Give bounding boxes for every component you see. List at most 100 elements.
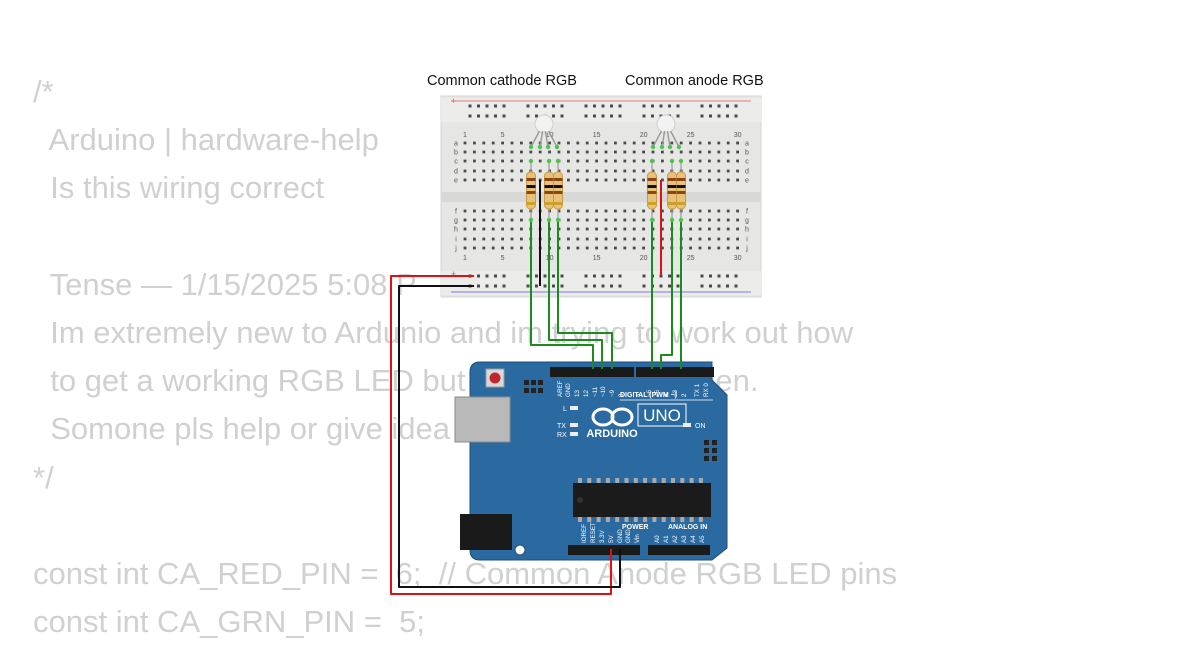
breadboard-hole bbox=[689, 150, 692, 154]
breadboard-hole bbox=[736, 209, 739, 213]
breadboard-hole bbox=[614, 237, 617, 241]
resistor-band bbox=[647, 202, 657, 205]
rail-hole bbox=[485, 284, 489, 288]
code-line: Somone pls help or give idea bbox=[33, 411, 451, 447]
breadboard-hole bbox=[726, 246, 730, 250]
power-pin-label: 5V bbox=[608, 535, 615, 543]
led-rx-label: RX bbox=[557, 432, 567, 439]
breadboard-hole bbox=[576, 227, 580, 231]
rail-hole bbox=[734, 114, 738, 118]
breadboard-hole bbox=[614, 246, 617, 250]
breadboard-hole bbox=[726, 209, 730, 213]
breadboard-hole bbox=[501, 178, 504, 182]
breadboard-hole bbox=[520, 246, 523, 250]
rail-hole bbox=[477, 284, 480, 288]
breadboard-hole bbox=[708, 237, 711, 241]
rail-hole bbox=[709, 284, 712, 288]
rail-hole bbox=[659, 284, 663, 288]
chip-pin bbox=[698, 517, 703, 522]
breadboard-hole bbox=[614, 209, 617, 213]
rail-hole bbox=[477, 274, 480, 278]
breadboard-hole bbox=[614, 169, 617, 173]
breadboard-hole bbox=[567, 218, 570, 222]
breadboard-hole bbox=[632, 227, 636, 231]
rail-hole bbox=[676, 284, 680, 288]
breadboard-hole bbox=[642, 159, 645, 163]
breadboard-hole bbox=[651, 141, 655, 145]
resistor-band bbox=[676, 178, 686, 181]
breadboard-hole bbox=[576, 159, 580, 163]
breadboard-hole bbox=[661, 218, 664, 222]
rail-hole bbox=[642, 114, 646, 118]
breadboard-hole bbox=[463, 218, 467, 222]
rail-hole bbox=[502, 274, 506, 278]
breadboard-hole bbox=[520, 209, 523, 213]
digital-pin-label: AREF bbox=[557, 380, 564, 397]
breadboard-hole bbox=[689, 227, 692, 231]
chip-pin bbox=[633, 478, 638, 483]
resistor-contact bbox=[546, 217, 552, 223]
rail-hole bbox=[552, 274, 555, 278]
rail-plus-label: + bbox=[451, 96, 456, 106]
rail-hole bbox=[535, 104, 538, 108]
led-leg bbox=[544, 130, 549, 148]
rail-hole bbox=[601, 284, 605, 288]
breadboard-hole bbox=[473, 169, 476, 173]
breadboard-hole bbox=[501, 246, 504, 250]
chip-pin bbox=[671, 517, 675, 522]
led-l bbox=[570, 406, 578, 410]
breadboard-hole bbox=[501, 209, 504, 213]
resistor-band bbox=[667, 178, 677, 181]
rail-hole bbox=[468, 114, 472, 118]
components bbox=[526, 114, 686, 223]
resistor-band bbox=[544, 202, 554, 205]
breadboard-hole bbox=[557, 150, 561, 154]
breadboard-hole bbox=[585, 159, 589, 163]
breadboard-hole bbox=[473, 209, 476, 213]
wires bbox=[390, 180, 682, 595]
breadboard-hole bbox=[604, 209, 608, 213]
rail-hole bbox=[526, 104, 530, 108]
chip-pin bbox=[587, 517, 592, 522]
resistor-contact bbox=[669, 217, 675, 223]
breadboard-hole bbox=[717, 159, 721, 163]
breadboard-hole bbox=[726, 237, 730, 241]
breadboard-hole bbox=[482, 178, 486, 182]
breadboard-hole bbox=[661, 227, 664, 231]
chip-pin bbox=[652, 478, 657, 483]
atmega-chip bbox=[573, 483, 711, 517]
digital-pin-label: 8 bbox=[618, 393, 625, 397]
led-leg-contact bbox=[659, 144, 665, 150]
resistor-band bbox=[553, 185, 563, 188]
chip-pin bbox=[615, 478, 620, 483]
breadboard-hole bbox=[661, 209, 664, 213]
resistor-band bbox=[526, 202, 536, 205]
chip-pin bbox=[652, 517, 657, 522]
resistor-contact bbox=[528, 217, 534, 223]
led-leg bbox=[661, 130, 666, 148]
analog-pin-label: A4 bbox=[690, 535, 697, 543]
led-leg bbox=[652, 130, 663, 148]
resistor-band bbox=[676, 191, 686, 194]
power-jack bbox=[460, 514, 512, 550]
led-leg-contact bbox=[554, 144, 560, 150]
rail-hole bbox=[584, 284, 588, 288]
chip-pin bbox=[633, 517, 638, 522]
breadboard-hole bbox=[651, 150, 655, 154]
rail-hole bbox=[593, 114, 596, 118]
breadboard-hole bbox=[698, 227, 702, 231]
chip-pin bbox=[680, 517, 685, 522]
chip-pin bbox=[624, 517, 629, 522]
breadboard-hole bbox=[585, 218, 589, 222]
led-leg-contact bbox=[545, 144, 551, 150]
breadboard-hole bbox=[567, 237, 570, 241]
breadboard-hole bbox=[473, 227, 476, 231]
breadboard-hole bbox=[473, 237, 476, 241]
bottom-power-rail bbox=[441, 271, 761, 295]
breadboard-hole bbox=[623, 159, 627, 163]
rail-hole bbox=[560, 104, 564, 108]
power-header-label: POWER bbox=[622, 524, 648, 531]
breadboard-hole bbox=[717, 209, 721, 213]
red-5v-wire bbox=[390, 275, 612, 595]
breadboard-hole bbox=[567, 159, 570, 163]
